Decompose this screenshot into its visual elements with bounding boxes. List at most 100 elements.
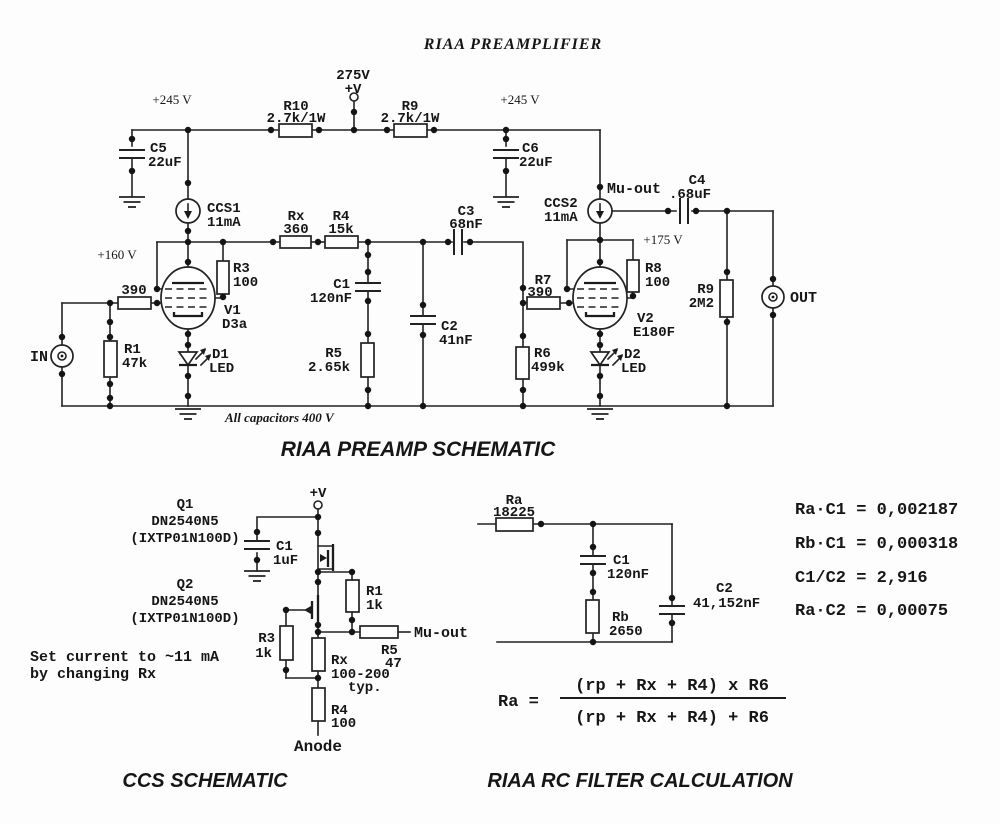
component-filter-rb: Rb 2650 [585,599,643,640]
label-in: IN [30,349,48,366]
in-connector: IN [30,344,74,368]
label-c2main-value: 41nF [439,333,473,349]
formula-denominator: (rp + Rx + R4) + R6 [575,709,769,728]
label-c6-name: C6 [522,141,539,157]
component-ccs-r5: R5 47 [359,625,402,672]
label-ccs-c1-value: 1uF [273,553,298,569]
label-175v: +175 V [643,232,683,247]
label-c1main-name: C1 [333,277,350,293]
junction-dots-filter [537,520,676,646]
component-rx: Rx 360 [279,209,312,249]
label-fc1-name: C1 [613,553,630,569]
label-r7-name: R7 [535,273,552,289]
label-ccs-r4-value: 100 [331,716,356,732]
main-wires [61,100,774,407]
label-245v-left: +245 V [152,92,192,107]
label-v2-name: V2 [637,311,654,327]
label-d1-value: LED [209,361,234,377]
junction-dots-main [58,108,777,410]
label-ccs-rx-value: 100-200 [331,667,390,683]
label-r9top-value: 2.7k/1W [381,111,440,127]
ccs-q1-labels: Q1 DN2540N5 (IXTP01N100D) [130,497,239,547]
component-r3: R3 100 [216,260,258,295]
formula-lhs: Ra = [498,693,539,712]
main-caption: RIAA PREAMP SCHEMATIC [281,438,556,461]
label-r1-name: R1 [124,342,141,358]
filter-calculations: Ra·C1 = 0,002187 Rb·C1 = 0,000318 C1/C2 … [795,501,958,621]
formula-numerator: (rp + Rx + R4) x R6 [575,677,769,696]
label-grid-stopper: 390 [121,283,146,299]
rc-filter-schematic: Ra 18225 C1 120nF Rb 2650 C2 41,152nF Ra… [477,493,958,792]
label-rb-value: 2650 [609,624,643,640]
label-245v-right: +245 V [500,92,540,107]
label-q1-name: Q1 [177,497,194,513]
label-r6-value: 499k [531,360,565,376]
calc-line-4: Ra·C2 = 0,00075 [795,602,948,621]
label-v1-name: V1 [224,303,241,319]
label-rx-name: Rx [288,209,305,225]
label-q1-part: DN2540N5 [151,514,218,530]
junction-dots-ccs [253,513,356,682]
filter-caption: RIAA RC FILTER CALCULATION [487,770,793,792]
calc-line-3: C1/C2 = 2,916 [795,569,928,588]
ccs-q2-labels: Q2 DN2540N5 (IXTP01N100D) [130,577,239,627]
component-c3: C3 68nF [449,204,483,256]
label-v1-value: D3a [222,317,248,333]
ground-v2 [586,408,614,420]
label-ra-value: 18225 [493,505,535,521]
component-r10: R10 2.7k/1W [267,99,326,138]
main-note: All capacitors 400 V [224,410,335,425]
label-ra-name: Ra [506,493,523,509]
label-r1-value: 47k [122,356,147,372]
label-r9top-name: R9 [402,99,419,115]
ground-c5 [118,196,146,208]
label-r7-value: 390 [527,285,552,301]
component-r4: R4 15k [324,209,359,249]
label-ccs-r4-name: R4 [331,703,348,719]
label-mu-out-main: Mu-out [607,181,661,198]
component-filter-c1: C1 120nF [579,553,649,583]
label-ccs-rx-name: Rx [331,653,348,669]
label-q2-part: DN2540N5 [151,594,218,610]
label-r8-value: 100 [645,275,670,291]
component-filter-ra: Ra 18225 [493,493,535,532]
label-c4-name: C4 [689,173,706,189]
label-r4-value: 15k [328,222,353,238]
label-c6-value: 22uF [519,155,553,171]
label-r5main-name: R5 [325,346,342,362]
component-c5: C5 22uF [118,141,182,171]
component-grid-stopper: 390 [117,283,152,310]
component-r9: R9 2M2 [689,279,734,318]
label-fc2-name: C2 [716,581,733,597]
label-d2-name: D2 [624,347,641,363]
label-ccs-plus-v: +V [310,486,327,502]
tube-v2: V2 E180F [572,266,675,341]
label-ccs-mu-out: Mu-out [414,625,468,642]
tube-v1: V1 D3a [160,266,248,333]
label-c5-value: 22uF [148,155,182,171]
component-c1-main: C1 120nF [310,277,382,307]
label-r8-name: R8 [645,261,662,277]
label-q2-name: Q2 [177,577,194,593]
label-fc1-value: 120nF [607,567,649,583]
label-ccs-r3-value: 1k [255,646,272,662]
label-c5-name: C5 [150,141,167,157]
label-r4-name: R4 [333,209,350,225]
label-c2main-name: C2 [441,319,458,335]
label-160v: +160 V [97,247,137,262]
label-d1-name: D1 [212,347,229,363]
component-r5-main: R5 2.65k [308,342,375,378]
ccs-caption: CCS SCHEMATIC [122,770,288,792]
component-ccs-c1: C1 1uF [243,539,298,569]
label-ccs-r5-value: 47 [385,656,402,672]
component-r1: R1 47k [103,340,147,378]
supply-node: 275V +V [336,68,370,102]
component-d1: D1 LED [177,347,234,377]
page-title: RIAA PREAMPLIFIER [423,36,602,53]
label-c1main-value: 120nF [310,291,352,307]
label-ccs1-name: CCS1 [207,201,241,217]
component-c2-main: C2 41nF [409,315,473,349]
component-r6: R6 499k [515,346,565,380]
label-c3-name: C3 [458,204,475,220]
